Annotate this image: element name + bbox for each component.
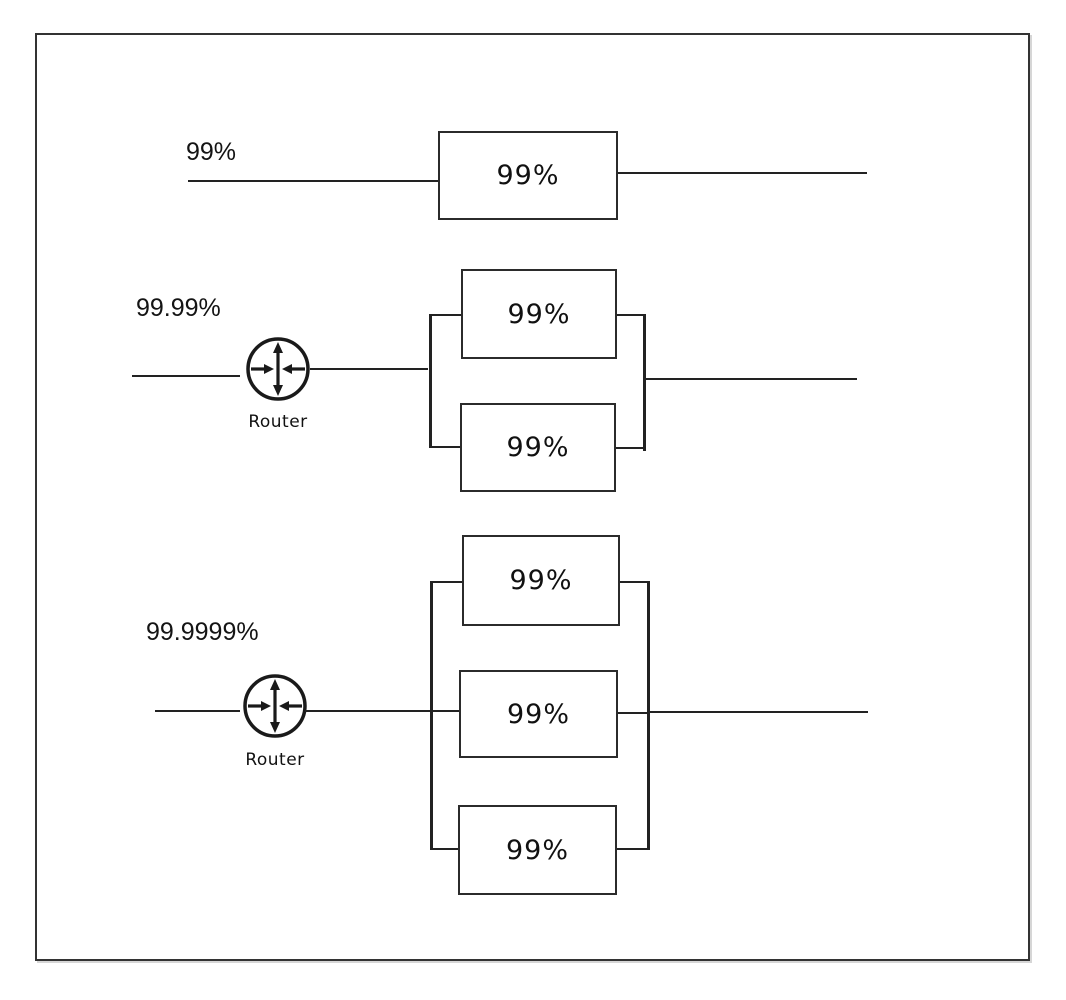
parallel-bracket-left <box>429 314 432 448</box>
component-box: 99% <box>460 403 616 492</box>
wire-stub <box>617 314 645 316</box>
wire-output <box>650 711 868 713</box>
router-label: Router <box>248 412 308 432</box>
wire-stub <box>618 712 648 714</box>
component-box: 99% <box>459 670 618 758</box>
component-box: 99% <box>438 131 618 220</box>
wire-stub <box>430 581 462 583</box>
parallel-bracket-right <box>643 314 646 451</box>
wire-input <box>155 710 240 712</box>
wire-stub <box>616 447 645 449</box>
component-box-label: 99% <box>506 432 570 463</box>
availability-label-dual: 99.99% <box>136 294 221 322</box>
component-box: 99% <box>461 269 617 359</box>
router-label: Router <box>245 750 305 770</box>
component-box-label: 99% <box>506 698 570 730</box>
wire-output <box>618 172 867 174</box>
parallel-bracket-right <box>647 581 650 850</box>
wire-stub <box>620 581 648 583</box>
wire-router-to-split <box>310 368 428 370</box>
wire-input <box>188 180 438 182</box>
component-box: 99% <box>462 535 620 626</box>
component-box-label: 99% <box>496 160 560 191</box>
wire-stub <box>429 314 461 316</box>
parallel-bracket-left <box>430 581 433 850</box>
wire-router-to-split <box>305 710 459 712</box>
wire-stub <box>617 848 648 850</box>
component-box-label: 99% <box>507 298 571 330</box>
wire-output <box>645 378 857 380</box>
router-icon <box>246 337 310 401</box>
router-icon <box>243 674 307 738</box>
component-box-label: 99% <box>509 565 573 596</box>
wire-input <box>132 375 240 377</box>
component-box-label: 99% <box>505 834 569 866</box>
wire-stub <box>430 848 458 850</box>
availability-label-single: 99% <box>186 138 237 166</box>
wire-stub <box>429 446 460 448</box>
availability-label-triple: 99.9999% <box>146 618 259 646</box>
component-box: 99% <box>458 805 617 895</box>
